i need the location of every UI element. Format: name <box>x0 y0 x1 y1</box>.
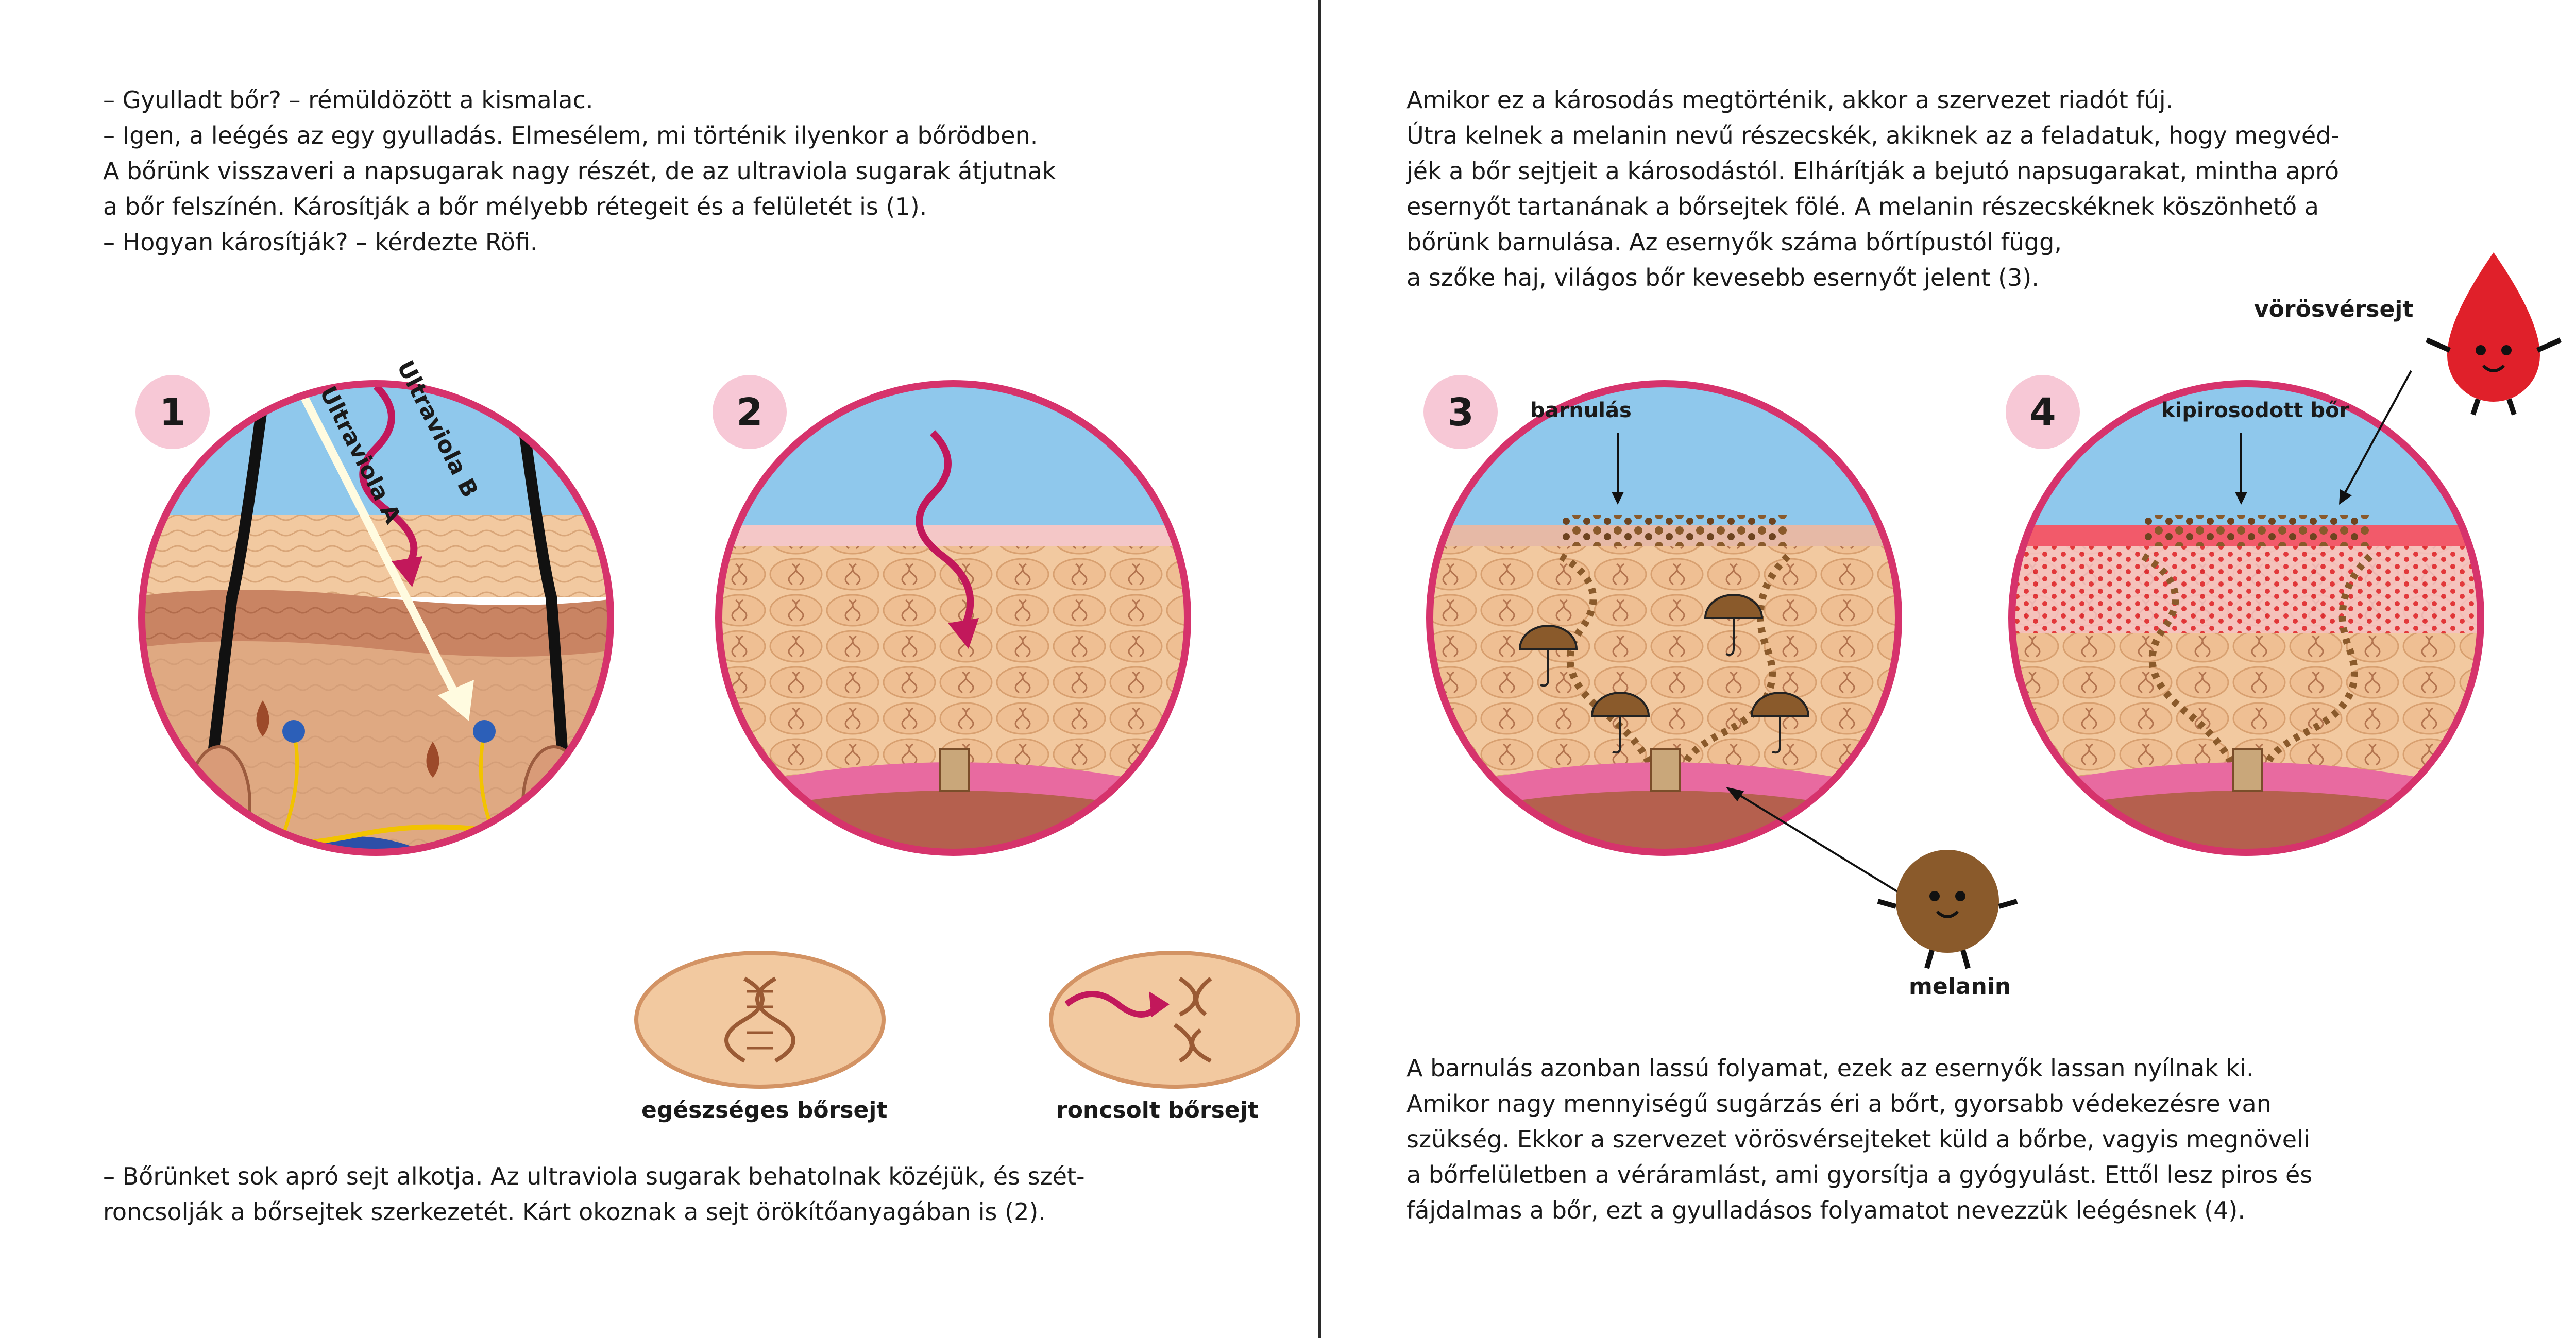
diagram-4-number: 4 <box>2029 390 2056 435</box>
text-line: Amikor ez a károsodás megtörténik, akkor… <box>1406 86 2174 114</box>
diagram-4-label: kipirosodott bőr <box>2161 399 2350 422</box>
melanin-pointer-arrow <box>1726 787 1923 907</box>
diagram-3-number: 3 <box>1447 390 1474 435</box>
text-line: A bőrünk visszaveri a napsugarak nagy ré… <box>103 157 1056 185</box>
text-line: esernyőt tartanának a bőrsejtek fölé. A … <box>1406 193 2319 220</box>
diagram-3-tanning: barnulás 3 <box>1423 375 1902 856</box>
diagram-4-badge <box>2006 375 2080 449</box>
text-line: fájdalmas a bőr, ezt a gyulladásos folya… <box>1406 1196 2245 1224</box>
red-blood-cell-character <box>2425 252 2562 416</box>
text-line: Amikor nagy mennyiségű sugárzás éri a bő… <box>1406 1090 2272 1118</box>
text-line: szükség. Ekkor a szervezet vörösvérsejte… <box>1406 1125 2310 1153</box>
text-line: – Bőrünket sok apró sejt alkotja. Az ult… <box>103 1162 1085 1190</box>
text-line: a bőr felszínén. Károsítják a bőr mélyeb… <box>103 193 927 220</box>
melanin-character <box>1877 850 2018 969</box>
text-line: – Igen, a leégés az egy gyulladás. Elmes… <box>103 122 1038 149</box>
text-line: roncsolják a bőrsejtek szerkezetét. Kárt… <box>103 1198 1046 1226</box>
red-blood-cell-label: vörösvérsejt <box>2254 296 2414 322</box>
right-intro-text: Amikor ez a károsodás megtörténik, akkor… <box>1406 82 2340 296</box>
diagram-2-badge <box>713 375 787 449</box>
text-line: – Hogyan károsítják? – kérdezte Röfi. <box>103 228 538 256</box>
healthy-cell-illustration <box>634 951 886 1089</box>
damaged-cell-label: roncsolt bőrsejt <box>1056 1097 1259 1123</box>
diagram-1-number: 1 <box>159 390 186 435</box>
left-outro-text: – Bőrünket sok apró sejt alkotja. Az ult… <box>103 1159 1085 1230</box>
text-line: jék a bőr sejtjeit a károsodástól. Elhár… <box>1406 157 2339 185</box>
diagram-2-number: 2 <box>736 390 763 435</box>
text-line: a szőke haj, világos bőr kevesebb eserny… <box>1406 264 2039 291</box>
diagram-3-label: barnulás <box>1530 399 1632 422</box>
diagram-4-sunburn: kipirosodott bőr 4 <box>2006 370 2484 856</box>
damaged-cell-illustration <box>1049 951 1300 1089</box>
text-line: Útra kelnek a melanin nevű részecskék, a… <box>1406 122 2340 149</box>
diagram-3-badge <box>1423 375 1498 449</box>
page-divider <box>1318 0 1321 1338</box>
text-line: A barnulás azonban lassú folyamat, ezek … <box>1406 1054 2254 1082</box>
melanin-label: melanin <box>1909 973 2011 1000</box>
right-outro-text: A barnulás azonban lassú folyamat, ezek … <box>1406 1051 2312 1228</box>
diagram-1-uv-penetration: Ultraviola A Ultraviola B 1 <box>135 356 614 856</box>
left-intro-text: – Gyulladt bőr? – rémüldözött a kismalac… <box>103 82 1056 260</box>
text-line: – Gyulladt bőr? – rémüldözött a kismalac… <box>103 86 594 114</box>
text-line: bőrünk barnulása. Az esernyők száma bőrt… <box>1406 228 2062 256</box>
healthy-cell-label: egészséges bőrsejt <box>641 1097 888 1123</box>
diagram-1-badge <box>135 375 210 449</box>
text-line: a bőrfelületben a véráramlást, ami gyors… <box>1406 1161 2313 1189</box>
diagram-2-cell-damage: 2 <box>713 375 1191 856</box>
